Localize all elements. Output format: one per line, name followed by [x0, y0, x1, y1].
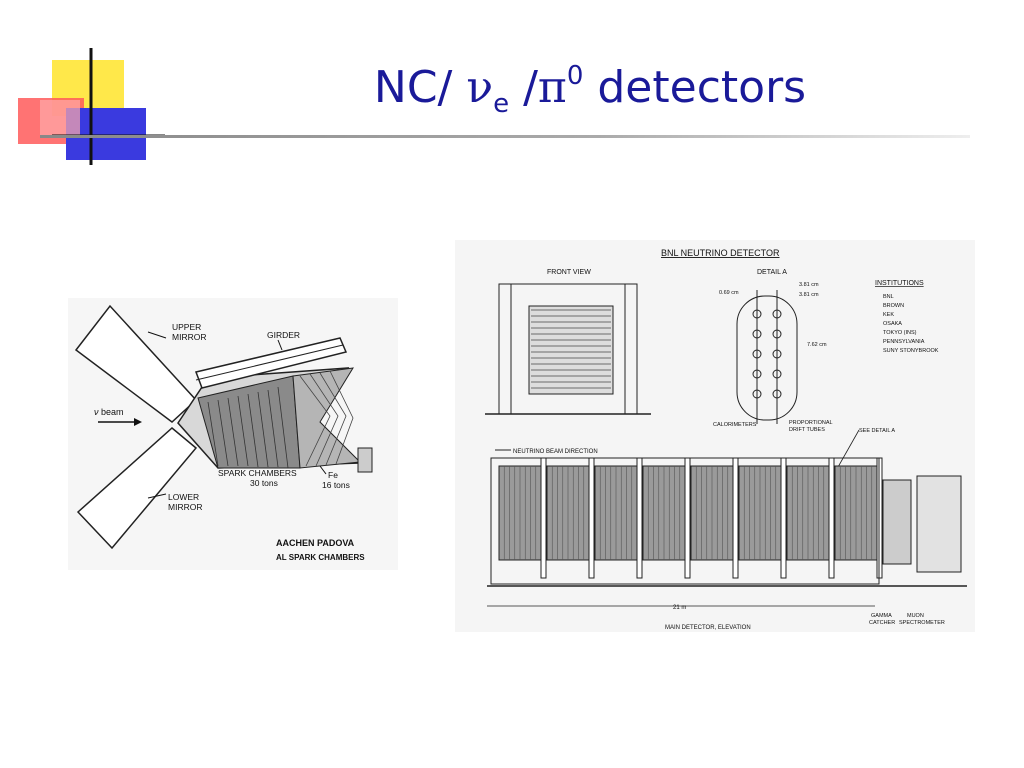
svg-text:16 tons: 16 tons: [322, 480, 350, 490]
lower-mirror-label: LOWER: [168, 492, 199, 502]
bnl-neutrino-detector-diagram: BNL NEUTRINO DETECTOR FRONT VIEW DETAIL …: [455, 240, 975, 632]
svg-text:DRIFT TUBES: DRIFT TUBES: [789, 427, 825, 433]
svg-text:3.81 cm: 3.81 cm: [799, 292, 819, 298]
svg-text:OSAKA: OSAKA: [883, 321, 902, 327]
muon-spectrometer-label: MUON: [907, 613, 924, 619]
svg-text:3.81 cm: 3.81 cm: [799, 282, 819, 288]
svg-text:BNL: BNL: [883, 294, 894, 300]
aachen-caption: AACHEN PADOVA: [276, 538, 355, 548]
institutions-list: BNL BROWN KEK OSAKA TOKYO (INS) PENNSYLV…: [883, 294, 939, 354]
svg-text:MIRROR: MIRROR: [168, 502, 202, 512]
calorimeters-label: CALORIMETERS: [713, 422, 757, 428]
front-view-drawing: [498, 283, 638, 415]
beam-direction-label: NEUTRINO BEAM DIRECTION: [513, 449, 598, 455]
institutions-heading: INSTITUTIONS: [875, 280, 924, 287]
girder-label: GIRDER: [267, 330, 300, 340]
svg-text:CATCHER: CATCHER: [869, 620, 895, 626]
aachen-padova-diagram: UPPER MIRROR GIRDER ν beam SPARK CHAMBER…: [68, 298, 398, 570]
corner-decoration: [18, 48, 165, 165]
gamma-catcher-label: GAMMA: [871, 613, 892, 619]
bnl-title: BNL NEUTRINO DETECTOR: [661, 248, 780, 258]
beam-label: ν beam: [94, 407, 124, 417]
svg-text:SPECTROMETER: SPECTROMETER: [899, 620, 945, 626]
drift-tubes-label: PROPORTIONAL: [789, 420, 833, 426]
svg-text:KEK: KEK: [883, 312, 894, 318]
lower-mirror: [76, 427, 198, 550]
title-underline: [40, 135, 970, 138]
girder: [194, 337, 348, 389]
length-label: 21 m: [673, 605, 686, 611]
svg-text:30 tons: 30 tons: [250, 478, 278, 488]
svg-text:AL SPARK CHAMBERS: AL SPARK CHAMBERS: [276, 553, 365, 562]
see-detail-label: SEE DETAIL A: [859, 428, 895, 434]
detail-a-drawing: [736, 290, 798, 424]
svg-text:7.62 cm: 7.62 cm: [807, 342, 827, 348]
svg-text:BROWN: BROWN: [883, 303, 904, 309]
fe-label: Fe: [328, 470, 338, 480]
upper-mirror-label: UPPER: [172, 322, 201, 332]
front-view-label: FRONT VIEW: [547, 269, 591, 276]
iron-plates: [292, 367, 362, 469]
slide-title: NC/ νe /π0 detectors: [373, 61, 807, 119]
main-detector-caption: MAIN DETECTOR, ELEVATION: [665, 625, 751, 631]
main-detector-elevation: [490, 457, 962, 585]
svg-text:0.69 cm: 0.69 cm: [719, 290, 739, 296]
svg-text:MIRROR: MIRROR: [172, 332, 206, 342]
svg-text:PENNSYLVANIA: PENNSYLVANIA: [883, 339, 925, 345]
spark-chambers-label: SPARK CHAMBERS: [218, 468, 297, 478]
svg-text:SUNY STONYBROOK: SUNY STONYBROOK: [883, 348, 939, 354]
detail-a-label: DETAIL A: [757, 269, 787, 276]
svg-text:TOKYO (INS): TOKYO (INS): [883, 330, 917, 336]
